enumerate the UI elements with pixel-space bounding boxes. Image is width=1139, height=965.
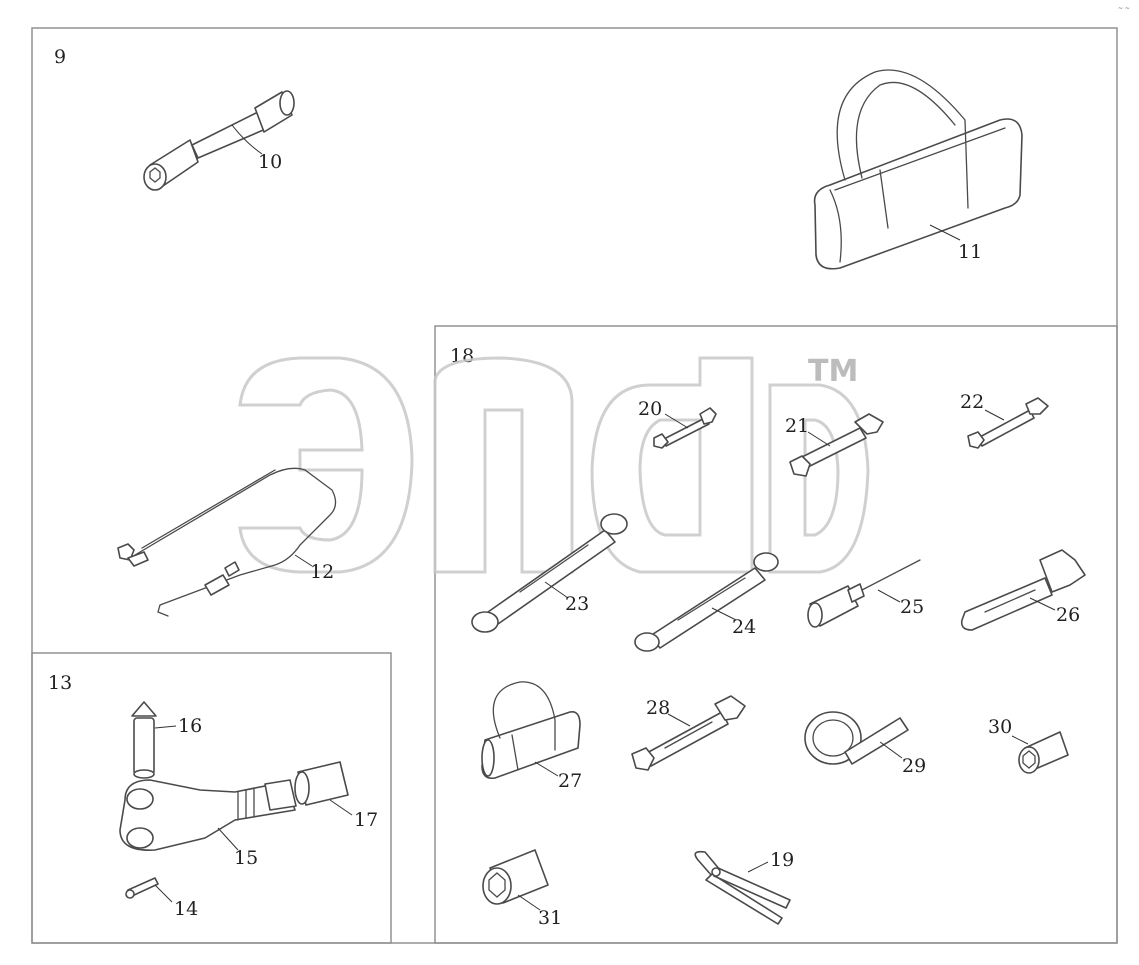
screwdriver-icon	[807, 559, 921, 628]
callout-14: 14	[174, 898, 198, 920]
section-label-9: 9	[54, 46, 66, 68]
callout-25: 25	[900, 596, 924, 618]
ring-spanner-23-icon	[471, 513, 628, 633]
callout-31: 31	[538, 907, 562, 929]
callout-19: 19	[770, 849, 794, 871]
tensioner-frame	[31, 652, 392, 944]
adjustable-wrench-icon	[960, 549, 1086, 631]
open-wrench-22-icon	[967, 397, 1049, 449]
sleeve-icon	[294, 761, 349, 806]
toolset-frame	[434, 325, 1118, 944]
callout-22: 22	[960, 391, 984, 413]
box-spanner-icon	[143, 90, 295, 191]
callout-10: 10	[258, 151, 282, 173]
cotter-pin-icon	[125, 877, 159, 899]
strap-wrench-icon	[804, 711, 909, 765]
socket-31-icon	[482, 849, 549, 905]
callout-21: 21	[785, 415, 809, 437]
callout-16: 16	[178, 715, 202, 737]
open-wrench-21-icon	[789, 413, 884, 477]
callout-23: 23	[565, 593, 589, 615]
tensioner-pin-icon	[131, 701, 157, 779]
adjuster-rod-icon	[117, 467, 337, 617]
callout-15: 15	[234, 847, 258, 869]
callout-26: 26	[1056, 604, 1080, 626]
callout-20: 20	[638, 398, 662, 420]
callout-28: 28	[646, 697, 670, 719]
callout-24: 24	[732, 616, 756, 638]
clevis-fork-icon	[119, 779, 297, 851]
ring-spanner-24-icon	[634, 552, 779, 652]
callout-11: 11	[958, 241, 982, 263]
callout-17: 17	[354, 809, 378, 831]
open-wrench-28-icon	[631, 695, 746, 771]
open-wrench-20-icon	[653, 407, 717, 449]
callout-29: 29	[902, 755, 926, 777]
small-tool-bag-icon	[481, 681, 581, 780]
watermark-logo: TM	[238, 354, 870, 574]
callout-27: 27	[558, 770, 582, 792]
trademark-mark: TM	[808, 354, 858, 389]
callout-30: 30	[988, 716, 1012, 738]
pliers-icon	[694, 850, 791, 925]
section-label-13: 13	[48, 672, 72, 694]
socket-30-icon	[1018, 731, 1069, 774]
corner-mark: ~ ~	[1118, 5, 1130, 12]
callout-12: 12	[310, 561, 334, 583]
tool-bag-icon	[813, 69, 1023, 270]
